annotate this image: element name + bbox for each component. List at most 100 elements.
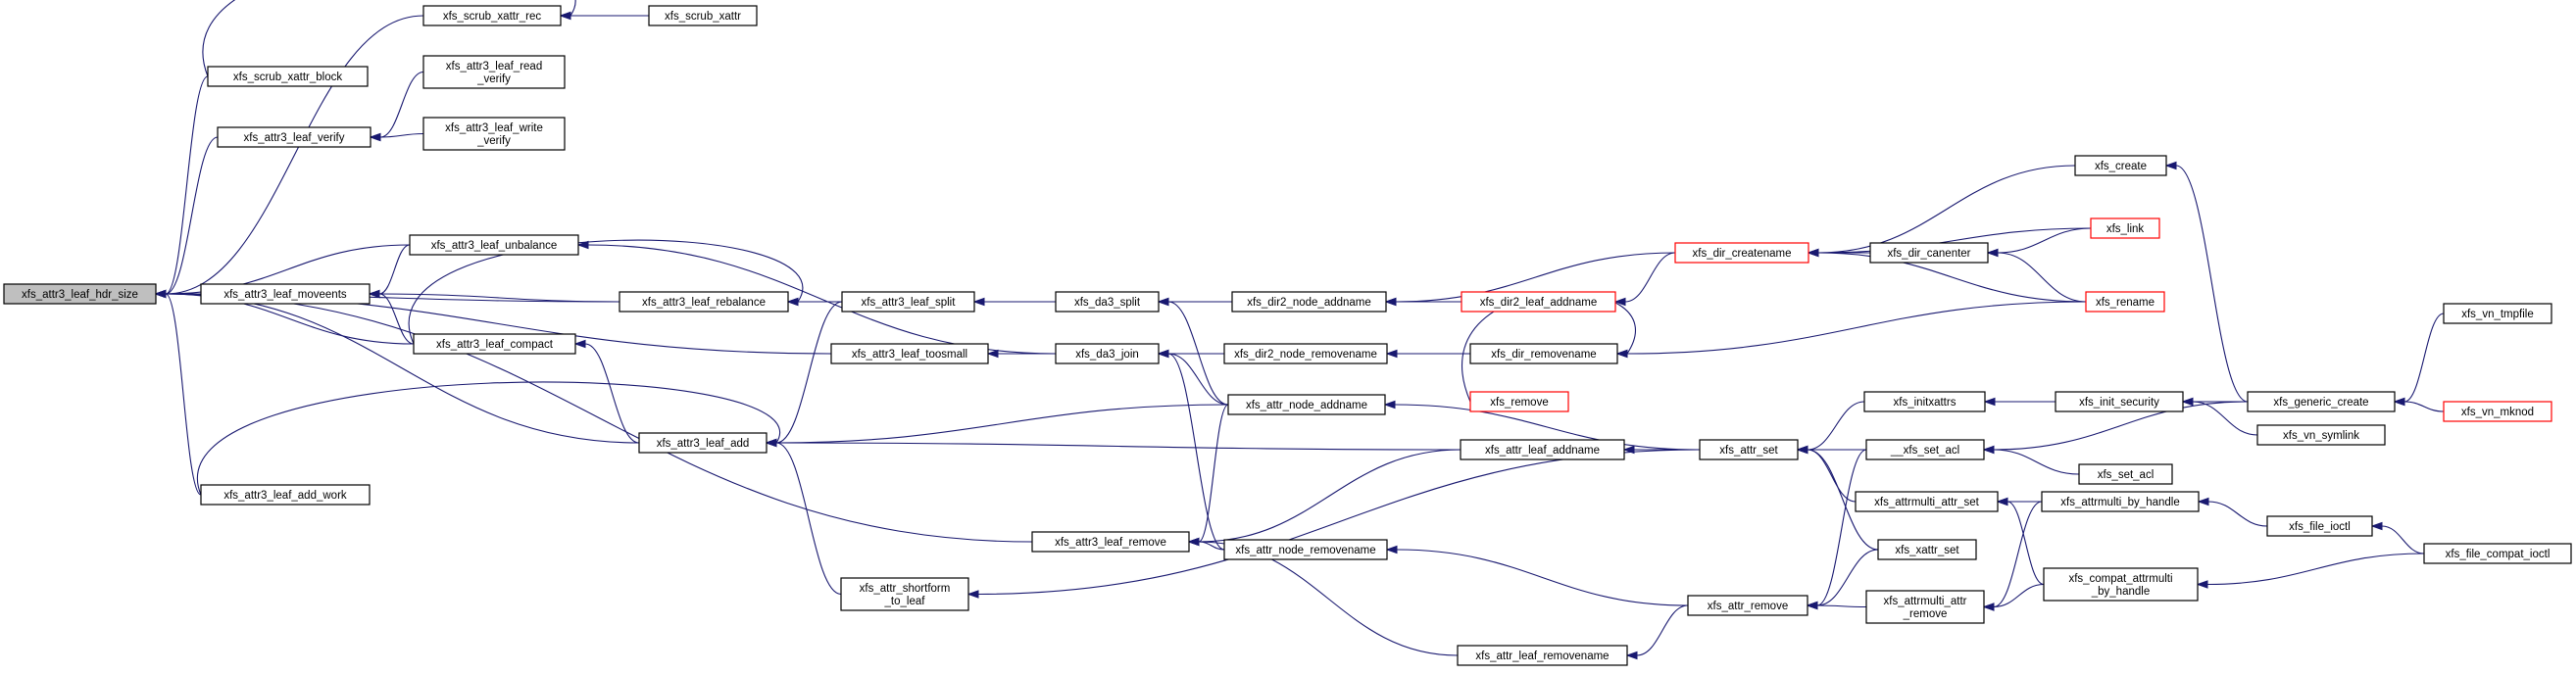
node-d2naddname[interactable]: xfs_dir2_node_addname — [1231, 291, 1387, 313]
node-label: xfs_attr3_leaf_moveents — [223, 289, 347, 301]
edge-setaclint-to-attrremove — [1806, 449, 1867, 610]
node-box — [1223, 539, 1388, 560]
node-label: xfs_compat_attrmulti — [2068, 573, 2172, 585]
node-attrremove[interactable]: xfs_attr_remove — [1687, 595, 1808, 616]
nodes-layer: xfs_attr3_leaf_hdr_sizexfs_scrub_xattr_r… — [3, 5, 2572, 666]
node-label: xfs_attr3_leaf_add — [657, 438, 750, 450]
node-unbal[interactable]: xfs_attr3_leaf_unbalance — [409, 234, 579, 256]
node-rverify[interactable]: xfs_attr3_leaf_read_verify — [422, 55, 566, 89]
edge-gencreate-to-create — [2164, 161, 2249, 403]
edge-lsplit-to-rebal — [786, 297, 843, 307]
node-dasplit[interactable]: xfs_da3_split — [1055, 291, 1160, 313]
node-xblock[interactable]: xfs_scrub_xattr_block — [207, 66, 369, 87]
node-dajoin[interactable]: xfs_da3_join — [1055, 343, 1160, 364]
edge-dircreate-to-d2laddname — [1613, 252, 1676, 307]
node-lverify[interactable]: xfs_attr3_leaf_verify — [217, 126, 372, 148]
node-ambyh[interactable]: xfs_attrmulti_by_handle — [2041, 491, 2200, 512]
node-dirremname[interactable]: xfs_dir_removename — [1469, 343, 1618, 364]
edge-cambyh-to-amset — [1996, 497, 2045, 586]
node-label: xfs_generic_create — [2273, 397, 2368, 409]
node-rebal[interactable]: xfs_attr3_leaf_rebalance — [619, 291, 789, 313]
node-label: xfs_remove — [1490, 397, 1548, 409]
node-box — [2443, 303, 2552, 324]
node-box — [1699, 439, 1799, 460]
node-addwork[interactable]: xfs_attr3_leaf_add_work — [200, 484, 371, 506]
node-wverify[interactable]: xfs_attr3_leaf_write_verify — [422, 117, 566, 151]
node-laddname[interactable]: xfs_attr_leaf_addname — [1460, 439, 1625, 460]
node-create[interactable]: xfs_create — [2074, 155, 2167, 176]
node-attrset[interactable]: xfs_attr_set — [1699, 439, 1799, 460]
node-lremname[interactable]: xfs_attr_leaf_removename — [1457, 645, 1628, 666]
node-box — [217, 126, 372, 148]
edge-vnsym-to-initsec — [2181, 397, 2258, 436]
node-vnsym[interactable]: xfs_vn_symlink — [2256, 424, 2386, 446]
node-label: _by_handle — [2091, 586, 2150, 598]
node-rename[interactable]: xfs_rename — [2085, 291, 2165, 313]
node-label: xfs_attrmulti_attr — [1884, 596, 1967, 607]
edge-rename-to-dircan — [1986, 248, 2087, 303]
node-label: xfs_file_compat_ioctl — [2446, 549, 2551, 560]
node-amremove[interactable]: xfs_attrmulti_attr_remove — [1865, 590, 1985, 624]
node-lsplit[interactable]: xfs_attr3_leaf_split — [841, 291, 975, 313]
edge-xblock-to-xrec — [202, 0, 576, 77]
node-setaclint[interactable]: __xfs_set_acl — [1865, 439, 1985, 460]
node-box — [2443, 401, 2552, 422]
node-amset[interactable]: xfs_attrmulti_attr_set — [1855, 491, 1999, 512]
node-box — [2055, 391, 2184, 412]
node-compact[interactable]: xfs_attr3_leaf_compact — [413, 333, 576, 355]
node-hdr[interactable]: xfs_attr3_leaf_hdr_size — [3, 283, 157, 305]
node-xrec[interactable]: xfs_scrub_xattr_rec — [422, 5, 562, 26]
node-label: xfs_vn_tmpfile — [2461, 309, 2534, 320]
edge-naddname-to-lremove — [1187, 404, 1229, 547]
node-link[interactable]: xfs_link — [2090, 217, 2160, 239]
node-gencreate[interactable]: xfs_generic_create — [2247, 391, 2396, 412]
node-shortform[interactable]: xfs_attr_shortform_to_leaf — [840, 577, 969, 611]
edge-fioctl-to-ambyh — [2197, 497, 2268, 527]
node-label: _remove — [1903, 608, 1948, 620]
edge-shortform-to-add — [765, 438, 842, 596]
node-fioctl[interactable]: xfs_file_ioctl — [2266, 515, 2373, 537]
node-xremove[interactable]: xfs_remove — [1469, 391, 1569, 412]
edge-add-to-hdr — [154, 289, 640, 444]
node-toosmall[interactable]: xfs_attr3_leaf_toosmall — [830, 343, 989, 364]
node-add[interactable]: xfs_attr3_leaf_add — [638, 432, 768, 454]
node-label: xfs_dir_removename — [1491, 349, 1596, 361]
edge-amremove-to-attrremove — [1806, 601, 1867, 610]
node-moveents[interactable]: xfs_attr3_leaf_moveents — [200, 283, 371, 305]
node-box — [2085, 291, 2165, 313]
node-xattr[interactable]: xfs_scrub_xattr — [648, 5, 758, 26]
node-dircreate[interactable]: xfs_dir_createname — [1674, 242, 1809, 264]
edge-xset-to-attrset — [1796, 445, 1879, 551]
node-lremove[interactable]: xfs_attr3_leaf_remove — [1031, 531, 1190, 553]
node-vntmp[interactable]: xfs_vn_tmpfile — [2443, 303, 2552, 324]
node-setacl[interactable]: xfs_set_acl — [2078, 463, 2173, 485]
node-d2laddname[interactable]: xfs_dir2_leaf_addname — [1461, 291, 1616, 313]
node-cfioctl[interactable]: xfs_file_compat_ioctl — [2423, 543, 2572, 564]
node-box — [2247, 391, 2396, 412]
node-xset[interactable]: xfs_xattr_set — [1877, 539, 1977, 560]
node-nremname[interactable]: xfs_attr_node_removename — [1223, 539, 1388, 560]
node-vnmknod[interactable]: xfs_vn_mknod — [2443, 401, 2552, 422]
node-initx[interactable]: xfs_initxattrs — [1863, 391, 1986, 412]
node-box — [1461, 291, 1616, 313]
node-box — [1865, 439, 1985, 460]
node-box — [841, 291, 975, 313]
edge-laddname-to-add — [765, 438, 1461, 451]
edge-rename-to-dircreate — [1807, 248, 2087, 303]
node-box — [3, 283, 157, 305]
node-dircan[interactable]: xfs_dir_canenter — [1869, 242, 1989, 264]
node-label: xfs_attr3_leaf_add_work — [223, 490, 347, 502]
node-box — [2074, 155, 2167, 176]
node-box — [1855, 491, 1999, 512]
edge-dirremname-to-d2nremname — [1385, 349, 1470, 359]
node-initsec[interactable]: xfs_init_security — [2055, 391, 2184, 412]
edge-dajoin-to-toosmall — [986, 349, 1056, 359]
node-box — [413, 333, 576, 355]
node-box — [1865, 590, 1985, 624]
edge-d2laddname-to-d2naddname — [1384, 297, 1462, 307]
node-naddname[interactable]: xfs_attr_node_addname — [1227, 394, 1386, 415]
node-label: xfs_attr_node_removename — [1235, 545, 1375, 556]
node-d2nremname[interactable]: xfs_dir2_node_removename — [1223, 343, 1388, 364]
node-label: xfs_attr_leaf_addname — [1485, 445, 1600, 457]
node-cambyh[interactable]: xfs_compat_attrmulti_by_handle — [2043, 567, 2199, 602]
